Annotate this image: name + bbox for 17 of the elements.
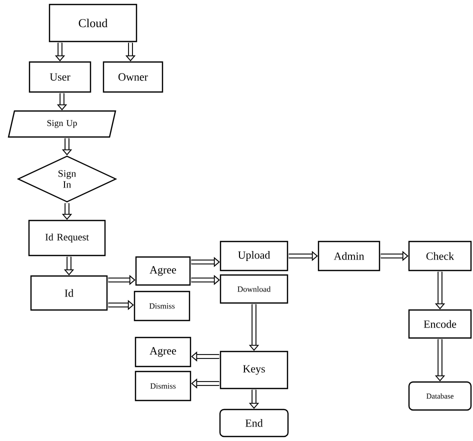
process-box: Download <box>220 274 288 304</box>
process-box: Id <box>30 275 108 311</box>
process-box: Dismiss <box>134 290 190 322</box>
process-box: Id Request <box>28 220 106 256</box>
process-box: Keys <box>220 350 288 390</box>
process-box: Dismiss <box>134 370 192 402</box>
process-box: Upload <box>220 240 288 272</box>
process-box: Cloud <box>48 4 138 42</box>
input-parallelogram: Sign Up <box>8 110 116 138</box>
process-box: Admin <box>318 240 380 272</box>
process-box: Agree <box>135 256 191 286</box>
process-box: Encode <box>408 309 472 339</box>
process-box: Agree <box>134 336 192 368</box>
process-box: User <box>28 61 92 93</box>
process-box: Check <box>408 240 472 272</box>
process-box: Owner <box>102 61 164 93</box>
terminal-box: End <box>219 408 289 438</box>
